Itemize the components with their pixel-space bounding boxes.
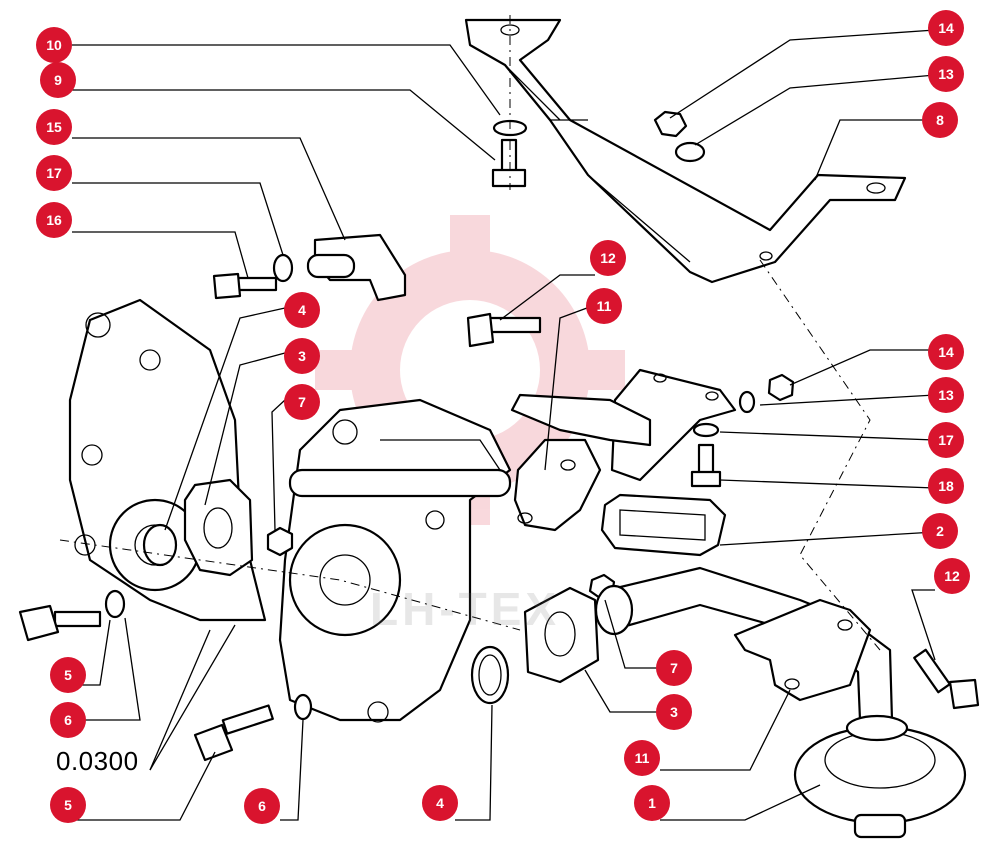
callout-part-15[interactable]: 15 bbox=[36, 109, 72, 145]
callout-part-13-top[interactable]: 13 bbox=[928, 56, 964, 92]
bolt-part-18 bbox=[690, 443, 722, 488]
callout-part-10[interactable]: 10 bbox=[36, 27, 72, 63]
callout-part-13-mid[interactable]: 13 bbox=[928, 377, 964, 413]
oil-pump-body bbox=[278, 398, 512, 723]
washer-part-13-top bbox=[674, 141, 706, 163]
callout-part-5-left[interactable]: 5 bbox=[50, 657, 86, 693]
clamp-part-11-lower bbox=[733, 598, 872, 702]
callout-part-12-upper[interactable]: 12 bbox=[590, 240, 626, 276]
seal-ring-part-4-left bbox=[142, 523, 178, 567]
suction-pipe-part-1 bbox=[594, 566, 967, 839]
clamp-part-11-upper bbox=[510, 393, 652, 532]
callout-part-12-lower[interactable]: 12 bbox=[934, 558, 970, 594]
nut-part-7-left bbox=[266, 526, 294, 557]
callout-part-7-left[interactable]: 7 bbox=[284, 384, 320, 420]
callout-part-7-right[interactable]: 7 bbox=[656, 650, 692, 686]
callout-part-4-left[interactable]: 4 bbox=[284, 292, 320, 328]
gasket-part-3-left bbox=[183, 478, 254, 577]
callout-part-6-lower[interactable]: 6 bbox=[244, 788, 280, 824]
upper-bracket-part-8 bbox=[464, 18, 907, 284]
washer-part-6-left bbox=[104, 589, 126, 619]
callout-part-3-right[interactable]: 3 bbox=[656, 694, 692, 730]
reference-code: 0.0300 bbox=[56, 746, 139, 776]
bolt-part-16 bbox=[212, 272, 278, 300]
callout-part-17-mid[interactable]: 17 bbox=[928, 422, 964, 458]
leader-lines bbox=[72, 29, 936, 821]
bolt-part-5-lower bbox=[193, 704, 274, 762]
callout-part-1[interactable]: 1 bbox=[634, 785, 670, 821]
washer-part-17-mid bbox=[692, 422, 720, 438]
bolt-part-12-upper bbox=[466, 312, 542, 348]
strainer-part-2 bbox=[600, 368, 737, 557]
washer-part-13-mid bbox=[738, 390, 756, 414]
washer-part-6-lower bbox=[293, 693, 313, 721]
gasket-part-3-right bbox=[523, 586, 600, 684]
bolt-part-5-left bbox=[18, 604, 102, 642]
seal-ring-part-4-right bbox=[470, 645, 510, 705]
nut-part-14-mid bbox=[767, 373, 795, 402]
callout-part-9[interactable]: 9 bbox=[40, 62, 76, 98]
callout-part-14-top[interactable]: 14 bbox=[928, 10, 964, 46]
callout-part-3-left[interactable]: 3 bbox=[284, 338, 320, 374]
callout-part-16[interactable]: 16 bbox=[36, 202, 72, 238]
callout-part-18[interactable]: 18 bbox=[928, 468, 964, 504]
callout-part-2[interactable]: 2 bbox=[922, 513, 958, 549]
callout-part-4-right[interactable]: 4 bbox=[422, 785, 458, 821]
washer-part-17-top bbox=[272, 253, 294, 283]
callout-part-8[interactable]: 8 bbox=[922, 102, 958, 138]
callout-part-6-left[interactable]: 6 bbox=[50, 702, 86, 738]
bolt-part-9 bbox=[491, 138, 527, 188]
nut-part-14-top bbox=[653, 110, 688, 138]
callout-part-11-upper[interactable]: 11 bbox=[586, 288, 622, 324]
support-block-part-15 bbox=[306, 233, 407, 302]
callout-part-17-top[interactable]: 17 bbox=[36, 155, 72, 191]
callout-part-14-mid[interactable]: 14 bbox=[928, 334, 964, 370]
callout-part-11-lower[interactable]: 11 bbox=[624, 740, 660, 776]
bolt-part-12-lower bbox=[913, 648, 980, 710]
callout-part-5-lower[interactable]: 5 bbox=[50, 787, 86, 823]
watermark-text: LH-TEX bbox=[370, 583, 561, 635]
